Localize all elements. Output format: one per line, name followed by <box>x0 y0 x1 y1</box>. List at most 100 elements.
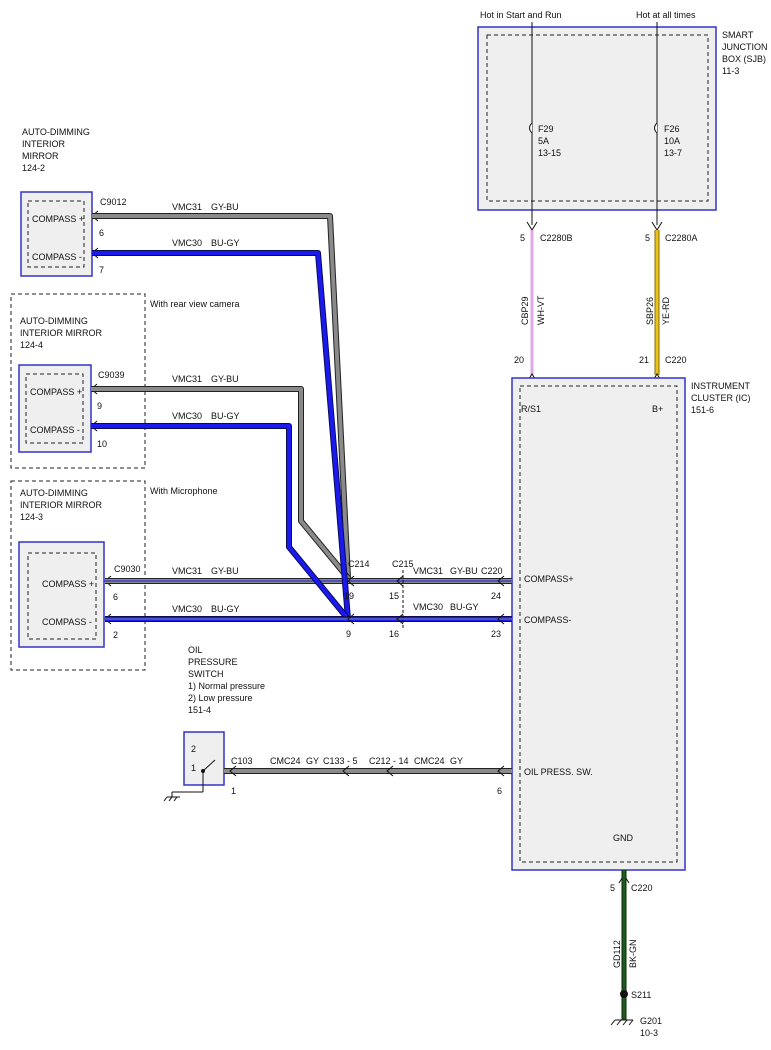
mirror1-title-1: AUTO-DIMMING <box>22 127 90 137</box>
connector-arrow <box>386 765 394 777</box>
wire-label-circuit: CMC24 <box>414 756 445 766</box>
ic-oil-pin: 6 <box>497 786 502 796</box>
oil-state-2: 2) Low pressure <box>188 693 253 703</box>
fuse-f29-ref: 13-15 <box>538 148 561 158</box>
fuse-f26-ref: 13-7 <box>664 148 682 158</box>
gnd-pin: 5 <box>610 883 615 893</box>
mirror3-pin-plus: 6 <box>113 592 118 602</box>
wire-label-color: GY-BU <box>450 566 478 576</box>
instrument-cluster: INSTRUMENT CLUSTER (IC) 151-6 R/S1 B+ CO… <box>511 377 751 871</box>
sjb-feed-left: Hot in Start and Run <box>480 10 562 20</box>
wire-label-color: GY <box>450 756 463 766</box>
ground-icon <box>610 1019 634 1026</box>
sjb-title-2: JUNCTION <box>722 42 768 52</box>
sjb-ref: 11-3 <box>722 66 739 76</box>
mirror3-title-1: AUTO-DIMMING <box>20 488 88 498</box>
oil-switch-outline <box>183 731 225 786</box>
wire-label-circuit: VMC31 <box>172 566 202 576</box>
oil-conn-c103: C103 <box>231 756 253 766</box>
sjb-pin-left: 5 <box>520 233 525 243</box>
mirror2-pin-plus: 9 <box>97 401 102 411</box>
wire-m1-plus <box>92 214 350 579</box>
wire-label-color: GY-BU <box>211 566 239 576</box>
mirror2-inner <box>25 373 84 444</box>
oil-inline-1: C133 - 5 <box>323 756 358 766</box>
wire-cbp29-circuit: CBP29 <box>520 296 530 325</box>
mirror2-compass-plus: COMPASS + <box>30 387 82 397</box>
conn-c220-mid: C220 <box>481 566 503 576</box>
sjb-outline <box>477 26 717 211</box>
sjb-feed-right: Hot at all times <box>636 10 696 20</box>
gnd-id: G201 <box>640 1016 662 1026</box>
mirror2-outline <box>18 364 92 453</box>
oil-pos-2: 2 <box>191 744 196 754</box>
wire-m1-minus <box>92 251 350 620</box>
oil-title-2: PRESSURE <box>188 657 238 667</box>
wire-m2-minus <box>91 424 350 621</box>
mirror3-conn: C9030 <box>114 564 141 574</box>
conn-c214: C214 <box>348 559 370 569</box>
ic-ref: 151-6 <box>691 405 714 415</box>
mirror3-pin-minus: 2 <box>113 630 118 640</box>
wire-label-circuit: CMC24 <box>270 756 301 766</box>
mirror-124-2: AUTO-DIMMING INTERIOR MIRROR 124-2 COMPA… <box>20 127 127 277</box>
ic-title-2: CLUSTER (IC) <box>691 393 751 403</box>
fuse-f26-name: F26 <box>664 124 680 134</box>
fuse-f29-symbol <box>529 122 533 134</box>
gnd-conn: C220 <box>631 883 653 893</box>
oil-inline-2: C212 - 14 <box>369 756 409 766</box>
wire-m2-plus <box>91 387 350 580</box>
wire-label-circuit: VMC31 <box>172 202 202 212</box>
wire-label-circuit: VMC30 <box>413 602 443 612</box>
connector-arrow <box>342 765 350 777</box>
mirror-124-4: With rear view camera AUTO-DIMMING INTER… <box>10 293 240 469</box>
ic-pin-gnd: GND <box>613 833 634 843</box>
mirror3-outline <box>18 541 105 648</box>
wire-label-color: GY-BU <box>211 202 239 212</box>
connector-arrow <box>497 613 505 625</box>
connector-arrow <box>229 765 237 777</box>
conn-c215-pin-plus: 15 <box>389 591 399 601</box>
mirror2-pin-minus: 10 <box>97 439 107 449</box>
wire-label-color: BU-GY <box>211 411 240 421</box>
gnd-splice: S211 <box>631 990 651 1000</box>
wire-label-circuit: VMC31 <box>413 566 443 576</box>
fuse-f26-rating: 10A <box>664 136 680 146</box>
wire-label-circuit: VMC30 <box>172 411 202 421</box>
mirror-124-3: With Microphone AUTO-DIMMING INTERIOR MI… <box>10 480 218 671</box>
sjb-pin-right: 5 <box>645 233 650 243</box>
ground-circuit: 5 C220 GD112 BK-GN S211 G201 10-3 <box>610 870 662 1038</box>
wire-m2-minus-outline <box>91 423 351 621</box>
mirror3-title-2: INTERIOR MIRROR <box>20 500 102 510</box>
wire-m1-plus-outline <box>92 213 351 579</box>
wire-label-circuit: VMC30 <box>172 238 202 248</box>
mirror3-option-box <box>10 480 146 671</box>
mirror1-pin-minus: 7 <box>99 265 104 275</box>
ic-pin-21: 21 <box>639 355 649 365</box>
wire-sbp26-color: YE-RD <box>661 296 671 325</box>
mirror2-conn: C9039 <box>98 370 125 380</box>
feed-wires: CBP29 WH-VT SBP26 YE-RD 20 21 C220 <box>514 230 687 383</box>
mirror2-title-2: INTERIOR MIRROR <box>20 328 102 338</box>
gnd-color: BK-GN <box>628 939 638 968</box>
conn-c215-pin-minus: 16 <box>389 629 399 639</box>
fuse-f29-name: F29 <box>538 124 554 134</box>
wire-label-color: GY <box>306 756 319 766</box>
wire-vmc30 <box>91 250 512 622</box>
mirror1-title-2: INTERIOR <box>22 139 66 149</box>
compass-wire-labels: VMC31 GY-BU VMC30 BU-GY VMC31 GY-BU VMC3… <box>172 202 479 614</box>
conn-c214-pin-plus: 19 <box>344 591 354 601</box>
mirror2-title-1: AUTO-DIMMING <box>20 316 88 326</box>
mirror1-title-3: MIRROR <box>22 151 59 161</box>
oil-state-1: 1) Normal pressure <box>188 681 265 691</box>
oil-pos-1: 1 <box>191 763 196 773</box>
oil-ref: 151-4 <box>188 705 211 715</box>
wire-label-circuit: VMC31 <box>172 374 202 384</box>
ic-pin-compass-plus: COMPASS+ <box>524 574 574 584</box>
oil-pressure-switch: OIL PRESSURE SWITCH 1) Normal pressure 2… <box>163 645 512 802</box>
connector-arrow <box>396 613 404 625</box>
wire-label-color: GY-BU <box>211 374 239 384</box>
ic-pin-rs1: R/S1 <box>521 404 541 414</box>
ic-pin-compass-minus: COMPASS- <box>524 615 571 625</box>
